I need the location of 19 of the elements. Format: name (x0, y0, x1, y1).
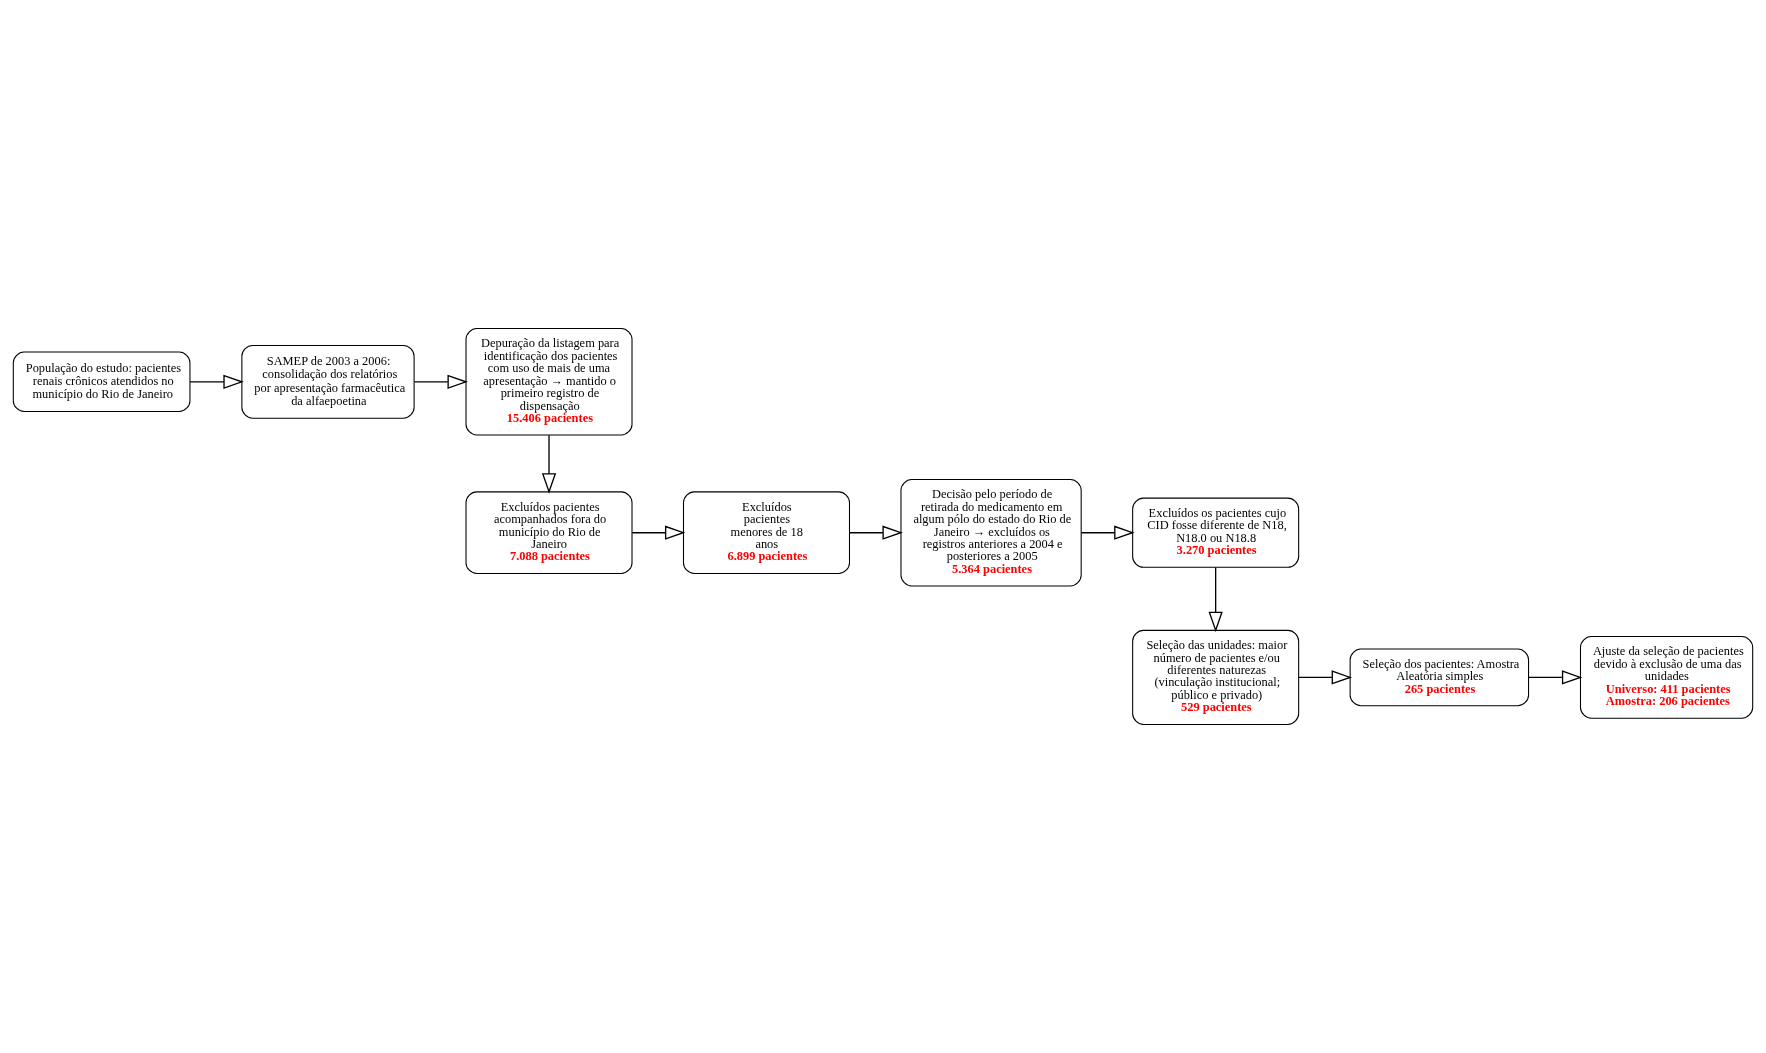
arrow (1080, 525, 1135, 540)
node-box: População do estudo: pacientes renais crônicos atendidos no município do Rio de Janeiro (12, 351, 191, 413)
arrow (1298, 670, 1353, 685)
node-box: Excluídos os pacientes cujo CID fosse diferente de N18, N18.0 ou N18.8 3.270 pacientes (1132, 497, 1300, 568)
arrow (849, 525, 903, 540)
node-box: Seleção dos pacientes: Amostra Aleatória simples 265 pacientes (1349, 648, 1530, 707)
node-box: Excluídos pacientes acompanhados fora do município do Rio de Janeiro 7.088 pacientes (465, 491, 633, 575)
node-box: Excluídos pacientes menores de 18 anos 6.899 pacientes (682, 491, 851, 575)
arrow (413, 374, 468, 389)
arrow (189, 374, 244, 389)
arrow (1528, 670, 1583, 685)
arrow (541, 434, 557, 494)
node-box: Depuração da listagem para identificação dos pacientes com uso de mais de uma apresentação → mantido o primeiro registro de dispensação 15.406 pacientes (465, 328, 633, 436)
node-box: SAMEP de 2003 a 2006: consolidação dos relatórios por apresentação farmacêutica da alfaepoetina (241, 344, 415, 419)
node-box: Ajuste da seleção de pacientes devido à exclusão de uma das unidades Universo: 411 pacientes Amostra: 206 pacientes (1579, 636, 1754, 719)
node-box: Decisão pelo período de retirada do medicamento em algum pólo do estado do Rio de Janeiro → excluídos os registros anteriores a 2004 e posteriores a 2005 5.364 pacientes (900, 478, 1082, 587)
arrow (631, 525, 686, 540)
node-box: Seleção das unidades: maior número de pacientes e/ou diferentes naturezas (vinculação institucional; público e privado) 529 pacientes (1132, 629, 1300, 725)
arrow (1208, 566, 1223, 633)
